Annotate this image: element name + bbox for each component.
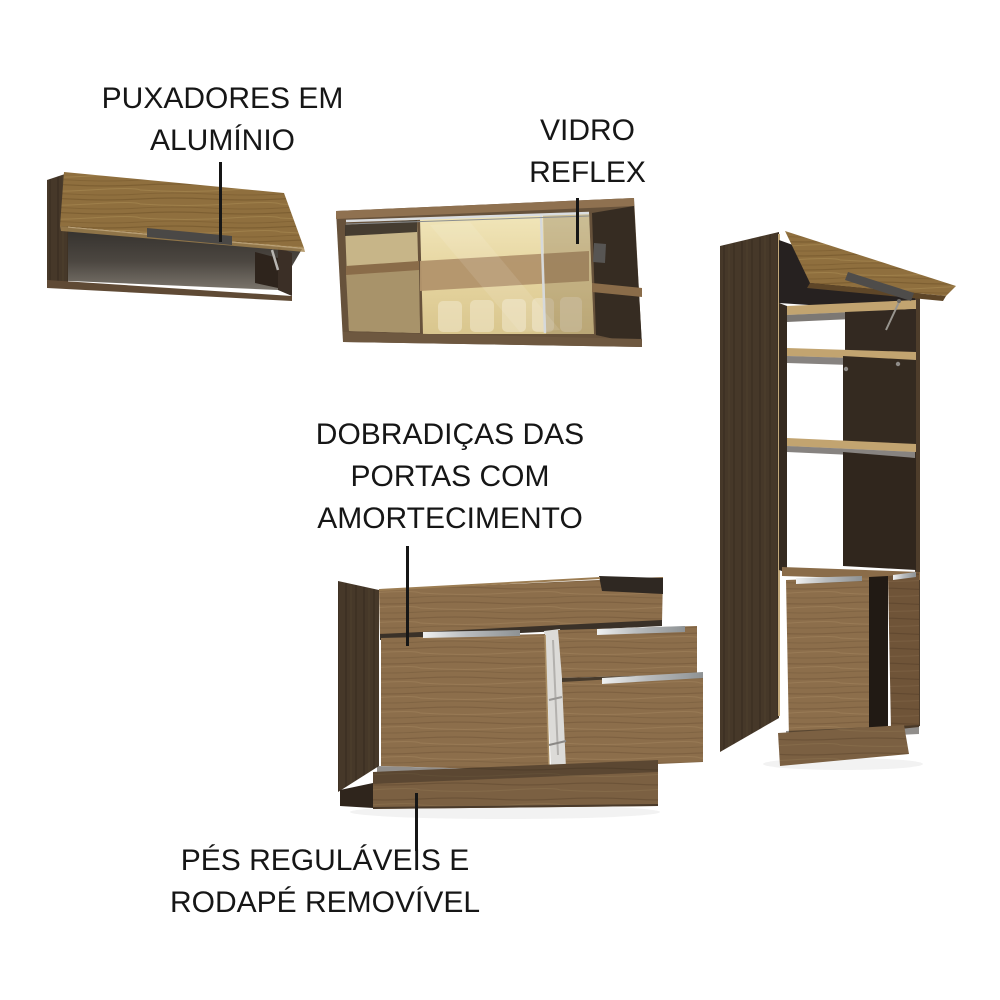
shelf [787,438,916,452]
label-line: VIDRO [539,114,635,147]
label-line: PUXADORES EM [101,82,344,115]
glass-door-wall-cabinet [336,198,642,347]
aluminum-handle [602,672,703,684]
label-adjustable-feet: PÉS REGULÁVEIS E RODAPÉ REMOVÍVEL [150,840,500,924]
aluminum-handle [796,576,862,584]
hinged-door [381,634,549,771]
tall-oven-cabinet [720,231,956,766]
adjustable-foot [340,783,373,808]
label-soft-close-hinges: DOBRADIÇAS DAS PORTAS COM AMORTECIMENTO [285,414,615,540]
label-line: DOBRADIÇAS DAS [315,418,585,451]
aluminum-track [345,211,590,223]
label-aluminum-handles: PUXADORES EM ALUMÍNIO [55,78,390,162]
shelf [787,300,916,315]
pointer-line-feet [415,793,418,851]
label-line: ALUMÍNIO [149,124,296,157]
pointer-line-glass [576,198,579,244]
aluminum-handle [597,626,685,635]
floor-shadow [350,805,660,819]
drawer-top [558,626,697,678]
label-line: REFLEX [529,156,646,189]
jar-reflections [438,297,582,332]
lower-door-left [786,577,869,739]
side-panel [720,232,779,752]
base-cabinet-with-drawers [338,576,703,809]
lower-door-right [888,572,919,730]
flip-up-door [60,172,304,248]
shelf [592,283,642,297]
top-rail [379,577,663,637]
hinge-arm [270,249,280,271]
label-line: PÉS REGULÁVEIS E [180,844,470,877]
drawer-bottom [562,674,703,768]
aluminum-handle [423,630,520,638]
aluminum-profile-handle [845,272,914,301]
removable-toe-kick [373,760,658,809]
flip-door-wall-cabinet [47,172,305,301]
pointer-line-hinges [406,546,409,646]
label-line: PORTAS COM [350,460,550,493]
side-panel [338,581,379,792]
shelf [346,261,419,275]
label-line: RODAPÉ REMOVÍVEL [169,886,481,919]
plinth [778,725,909,766]
aluminum-handle [893,572,916,580]
glass-door-divider [539,214,547,334]
pointer-line-handles [219,162,222,242]
aluminum-profile-handle [147,228,232,245]
label-reflex-glass: VIDRO REFLEX [490,110,685,194]
flip-up-door [785,231,956,296]
label-line: AMORTECIMENTO [317,502,583,535]
cabinet-interior [47,227,302,290]
door-stay-rod [885,299,901,331]
